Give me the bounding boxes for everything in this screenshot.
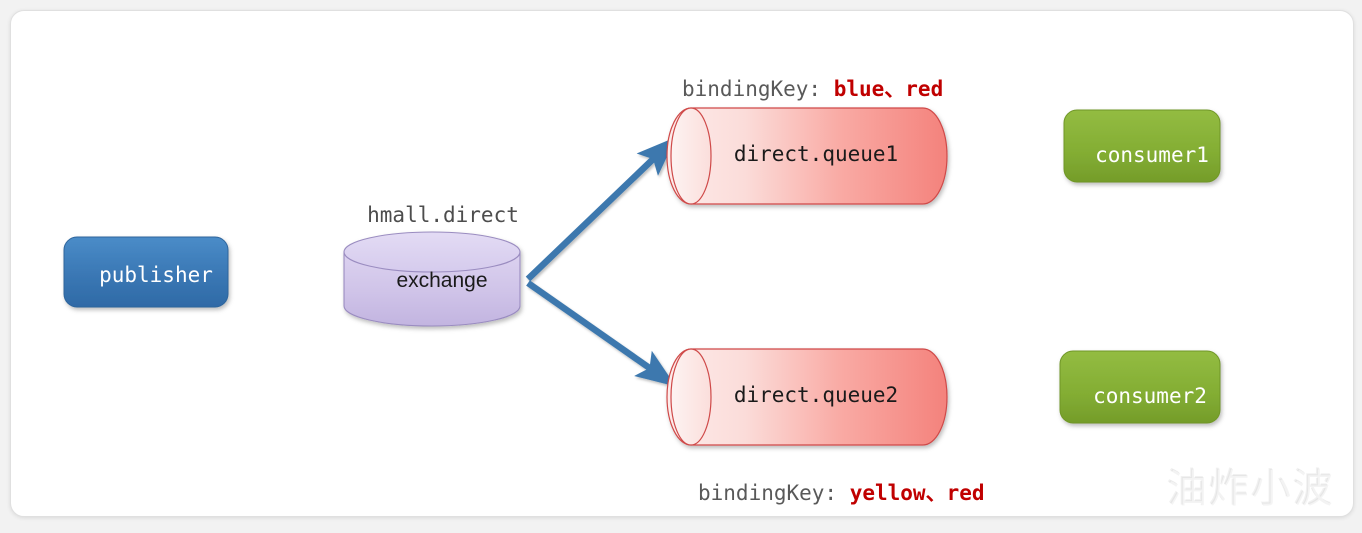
edge-exchange-to-queue2	[526, 280, 676, 387]
node-consumer2[interactable]	[1059, 350, 1221, 424]
node-exchange[interactable]	[343, 231, 521, 327]
edge-exchange-to-queue1	[525, 136, 677, 282]
node-consumer1[interactable]	[1063, 109, 1221, 183]
diagram-canvas	[63, 107, 1221, 446]
diagram-card: publisher hmall.direct exchange direct.q…	[10, 10, 1354, 517]
node-publisher[interactable]	[63, 236, 229, 308]
node-queue1[interactable]	[666, 107, 948, 205]
node-queue2[interactable]	[666, 348, 948, 446]
